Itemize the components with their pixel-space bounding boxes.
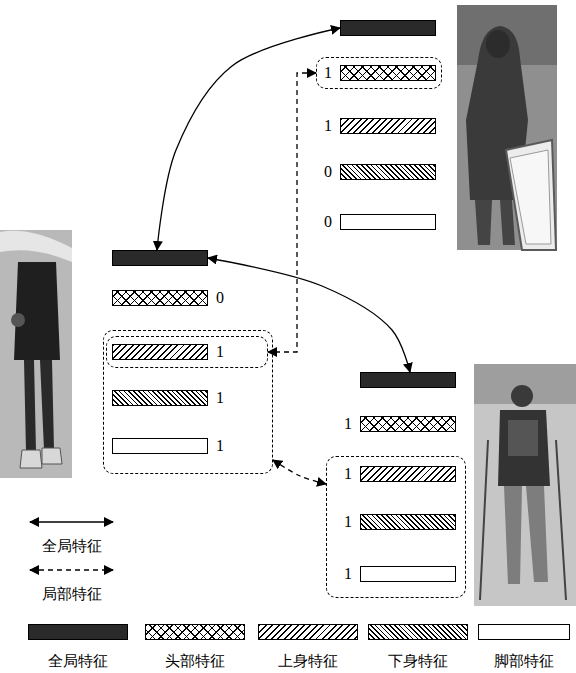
global-feature-link: [208, 258, 410, 372]
person-photo: [457, 5, 557, 250]
feature-flag: 1: [324, 64, 332, 82]
global-feature-bar: [340, 20, 436, 36]
legend-label: 上身特征: [278, 652, 338, 670]
person-photo: [474, 364, 576, 606]
global-feature-bar: [360, 372, 456, 388]
person-photo: [0, 230, 72, 478]
head-feature-bar: 0: [112, 290, 208, 306]
foot-feature-bar: 1: [112, 438, 208, 454]
head-feature-bar: 1: [340, 65, 436, 81]
head-feature-bar: 1: [360, 416, 456, 432]
upper-body-feature-bar: 1: [112, 344, 208, 360]
local-feature-group: 111: [103, 330, 273, 474]
legend-swatch: [28, 624, 128, 640]
legend-swatch: [145, 624, 245, 640]
feature-flag: 0: [324, 213, 332, 231]
feature-flag: 1: [344, 465, 352, 483]
feature-flag: 1: [216, 343, 224, 361]
feature-flag: 0: [324, 163, 332, 181]
upper-body-feature-bar: 1: [360, 466, 456, 482]
feature-flag: 1: [216, 389, 224, 407]
legend-label: 下身特征: [388, 652, 448, 670]
local-feature-link: [268, 73, 316, 352]
feature-flag: 1: [344, 513, 352, 531]
legend-label: 局部特征: [42, 585, 102, 603]
legend-label: 脚部特征: [494, 652, 554, 670]
legend-label: 全局特征: [48, 652, 108, 670]
lower-body-feature-bar: 1: [112, 390, 208, 406]
local-feature-link: [273, 460, 326, 484]
feature-flag: 0: [216, 289, 224, 307]
lower-body-feature-bar: 0: [340, 164, 436, 180]
legend-line-sample: [30, 521, 113, 522]
legend-line-sample: [30, 569, 113, 570]
local-feature-group: 1: [106, 336, 268, 368]
foot-feature-bar: 1: [360, 566, 456, 582]
global-feature-bar: [112, 250, 208, 266]
legend-swatch: [478, 624, 570, 640]
legend-label: 全局特征: [42, 537, 102, 555]
legend-swatch: [368, 624, 468, 640]
feature-flag: 1: [324, 117, 332, 135]
feature-flag: 1: [344, 415, 352, 433]
legend-label: 头部特征: [165, 652, 225, 670]
global-feature-link: [157, 28, 340, 250]
foot-feature-bar: 0: [340, 214, 436, 230]
local-feature-group: 1: [316, 57, 442, 89]
feature-flag: 1: [216, 437, 224, 455]
local-feature-group: 111: [326, 456, 466, 598]
legend-swatch: [258, 624, 358, 640]
lower-body-feature-bar: 1: [360, 514, 456, 530]
upper-body-feature-bar: 1: [340, 118, 436, 134]
feature-flag: 1: [344, 565, 352, 583]
